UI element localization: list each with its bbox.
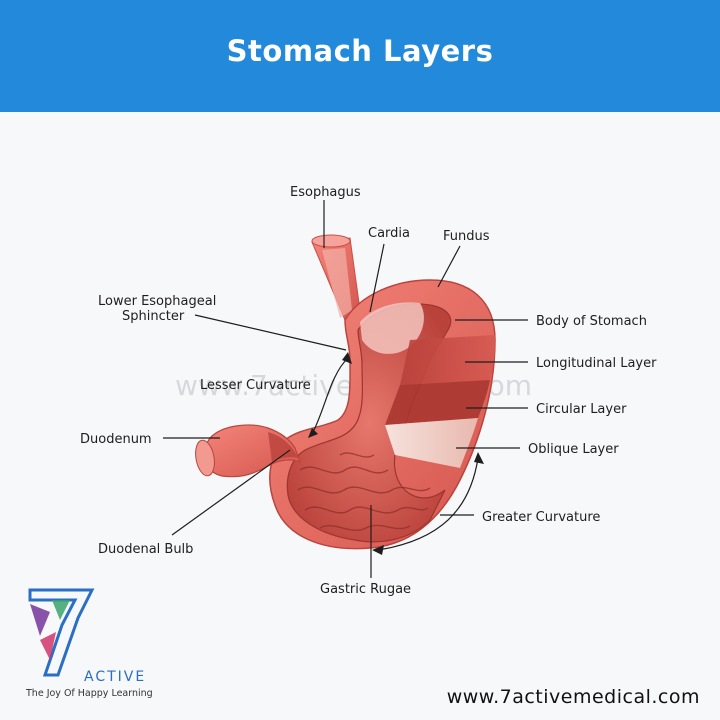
- label-lesser-curvature: Lesser Curvature: [200, 378, 311, 393]
- label-les-line1: Lower Esophageal: [98, 294, 216, 309]
- diagram-canvas: www.7activemedical.com: [0, 112, 720, 720]
- brand-logo: ACTIVE The Joy Of Happy Learning: [25, 588, 153, 699]
- label-body: Body of Stomach: [536, 314, 647, 329]
- leader-lines: [163, 200, 528, 578]
- duodenum-shape: [195, 424, 302, 478]
- label-les-line2: Sphincter: [122, 309, 185, 324]
- brand-tagline: The Joy Of Happy Learning: [25, 688, 153, 699]
- label-duodenum: Duodenum: [80, 432, 152, 447]
- brand-name: ACTIVE: [84, 669, 146, 685]
- stomach-diagram: www.7activemedical.com: [25, 185, 657, 699]
- esophagus-shape: [311, 234, 361, 321]
- page-title: Stomach Layers: [226, 34, 494, 68]
- label-duodenal-bulb: Duodenal Bulb: [98, 542, 193, 557]
- label-fundus: Fundus: [443, 229, 490, 244]
- label-gastric-rugae: Gastric Rugae: [320, 582, 411, 597]
- label-cardia: Cardia: [368, 226, 410, 241]
- label-esophagus: Esophagus: [290, 185, 361, 200]
- stomach-shape: [269, 279, 496, 550]
- header-banner: Stomach Layers: [0, 0, 720, 112]
- arrow-heads: [308, 352, 484, 555]
- label-greater-curvature: Greater Curvature: [482, 510, 600, 525]
- label-longitudinal: Longitudinal Layer: [536, 356, 657, 371]
- label-circular: Circular Layer: [536, 402, 627, 417]
- label-oblique: Oblique Layer: [528, 442, 619, 457]
- website-url[interactable]: www.7activemedical.com: [446, 686, 700, 708]
